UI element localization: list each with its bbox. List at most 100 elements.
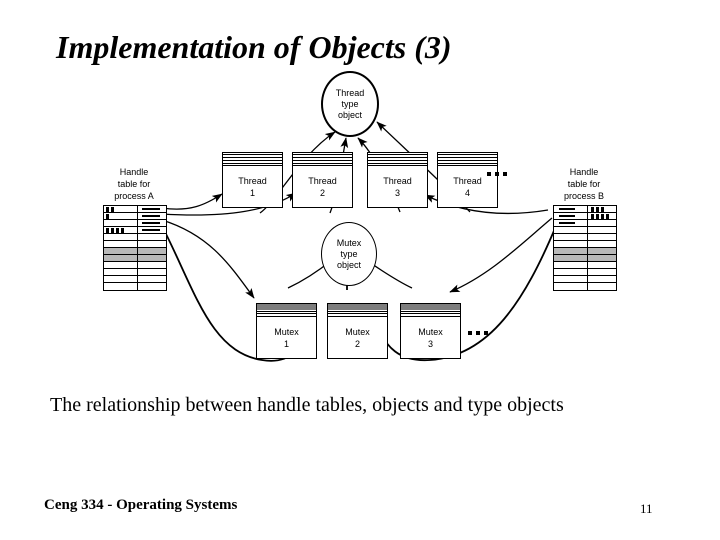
mutex-object-box-3[interactable]: Mutex 3 (400, 303, 461, 359)
handle-cell (588, 220, 615, 226)
mutex-box-body-1: Mutex 1 (256, 316, 317, 359)
pointer-bar-icon (559, 208, 575, 210)
thread-box-header-2 (292, 152, 353, 165)
thread-box-number-1: 1 (249, 187, 255, 198)
table-row (104, 227, 166, 234)
handle-table-process-b[interactable]: Handle table for process B (548, 166, 620, 291)
handle-table-a-grid (103, 205, 167, 291)
pointer-bar-icon (559, 215, 575, 217)
mutex-row-ellipsis-icon (468, 331, 488, 335)
thread-box-number-2: 2 (319, 187, 325, 198)
handle-entry-glyph-icon (106, 228, 124, 233)
handle-cell (104, 227, 138, 233)
footer-course-label: Ceng 334 - Operating Systems (44, 497, 238, 513)
table-row (104, 234, 166, 241)
table-row (104, 206, 166, 213)
object-relationship-diagram: Thread type object Mutex type object Thr… (0, 60, 720, 370)
thread-box-body-3: Thread 3 (367, 165, 428, 208)
thread-object-box-3[interactable]: Thread 3 (367, 152, 428, 208)
handle-table-b-grid (553, 205, 617, 291)
handle-entry-glyph-icon (591, 207, 604, 212)
table-row (104, 248, 166, 255)
mutex-box-header-1 (256, 303, 317, 316)
table-row (554, 206, 616, 213)
pointer-cell (138, 213, 165, 219)
thread-box-header-3 (367, 152, 428, 165)
handle-table-b-caption: Handle table for process B (548, 166, 620, 202)
table-row (554, 248, 616, 255)
thread-object-box-1[interactable]: Thread 1 (222, 152, 283, 208)
thread-object-box-2[interactable]: Thread 2 (292, 152, 353, 208)
handle-table-b-caption-line2: table for (567, 179, 601, 189)
table-row (554, 227, 616, 234)
table-row (554, 262, 616, 269)
thread-box-number-3: 3 (394, 187, 400, 198)
diagram-caption: The relationship between handle tables, … (50, 394, 564, 416)
thread-box-body-4: Thread 4 (437, 165, 498, 208)
table-row (554, 283, 616, 290)
mutex-type-object-node[interactable]: Mutex type object (321, 222, 377, 286)
mutex-box-header-3 (400, 303, 461, 316)
mutex-type-object-line3: object (336, 259, 362, 270)
thread-type-object-node[interactable]: Thread type object (321, 71, 379, 137)
handle-table-a-caption-line3: process A (114, 191, 154, 201)
mutex-box-label-3: Mutex (418, 326, 443, 337)
handle-entry-glyph-icon (106, 207, 114, 212)
thread-row-ellipsis-icon (487, 172, 507, 176)
handle-table-a-caption: Handle table for process A (98, 166, 170, 202)
thread-box-header-4 (437, 152, 498, 165)
pointer-cell (138, 220, 165, 226)
table-row (554, 213, 616, 220)
mutex-object-box-1[interactable]: Mutex 1 (256, 303, 317, 359)
pointer-cell (138, 206, 165, 212)
handle-cell (588, 206, 615, 212)
handle-cell (588, 213, 615, 219)
thread-box-number-4: 4 (464, 187, 470, 198)
mutex-object-box-2[interactable]: Mutex 2 (327, 303, 388, 359)
mutex-box-header-2 (327, 303, 388, 316)
pointer-bar-icon (142, 215, 160, 217)
thread-box-label-4: Thread (453, 175, 482, 186)
pointer-cell (138, 227, 165, 233)
thread-type-object-line3: object (337, 109, 363, 120)
table-row (104, 269, 166, 276)
pointer-bar-icon (142, 229, 160, 231)
table-row (104, 283, 166, 290)
page-number: 11 (640, 501, 653, 516)
table-row (554, 269, 616, 276)
table-row (104, 213, 166, 220)
pointer-bar-icon (559, 222, 575, 224)
handle-table-a-caption-line1: Handle (119, 167, 149, 177)
table-row (554, 276, 616, 283)
handle-table-process-a[interactable]: Handle table for process A (98, 166, 170, 291)
table-row (104, 262, 166, 269)
table-row (554, 234, 616, 241)
thread-box-body-2: Thread 2 (292, 165, 353, 208)
thread-box-label-2: Thread (308, 175, 337, 186)
mutex-box-label-1: Mutex (274, 326, 299, 337)
table-row (104, 276, 166, 283)
handle-cell (104, 206, 138, 212)
handle-cell (104, 220, 138, 226)
handle-table-b-caption-line3: process B (563, 191, 605, 201)
table-row (104, 220, 166, 227)
table-row (104, 241, 166, 248)
thread-box-label-1: Thread (238, 175, 267, 186)
mutex-box-label-2: Mutex (345, 326, 370, 337)
pointer-cell (554, 213, 588, 219)
handle-entry-glyph-icon (591, 214, 609, 219)
table-row (554, 241, 616, 248)
mutex-box-number-3: 3 (427, 338, 433, 349)
pointer-cell (554, 220, 588, 226)
mutex-box-body-2: Mutex 2 (327, 316, 388, 359)
thread-object-box-4[interactable]: Thread 4 (437, 152, 498, 208)
mutex-type-object-line2: type (340, 248, 358, 259)
handle-table-b-caption-line1: Handle (569, 167, 599, 177)
thread-box-body-1: Thread 1 (222, 165, 283, 208)
mutex-box-number-1: 1 (283, 338, 289, 349)
thread-type-object-line1: Thread (335, 87, 365, 98)
thread-box-header-1 (222, 152, 283, 165)
table-row (104, 255, 166, 262)
mutex-type-object-line1: Mutex (336, 237, 362, 248)
